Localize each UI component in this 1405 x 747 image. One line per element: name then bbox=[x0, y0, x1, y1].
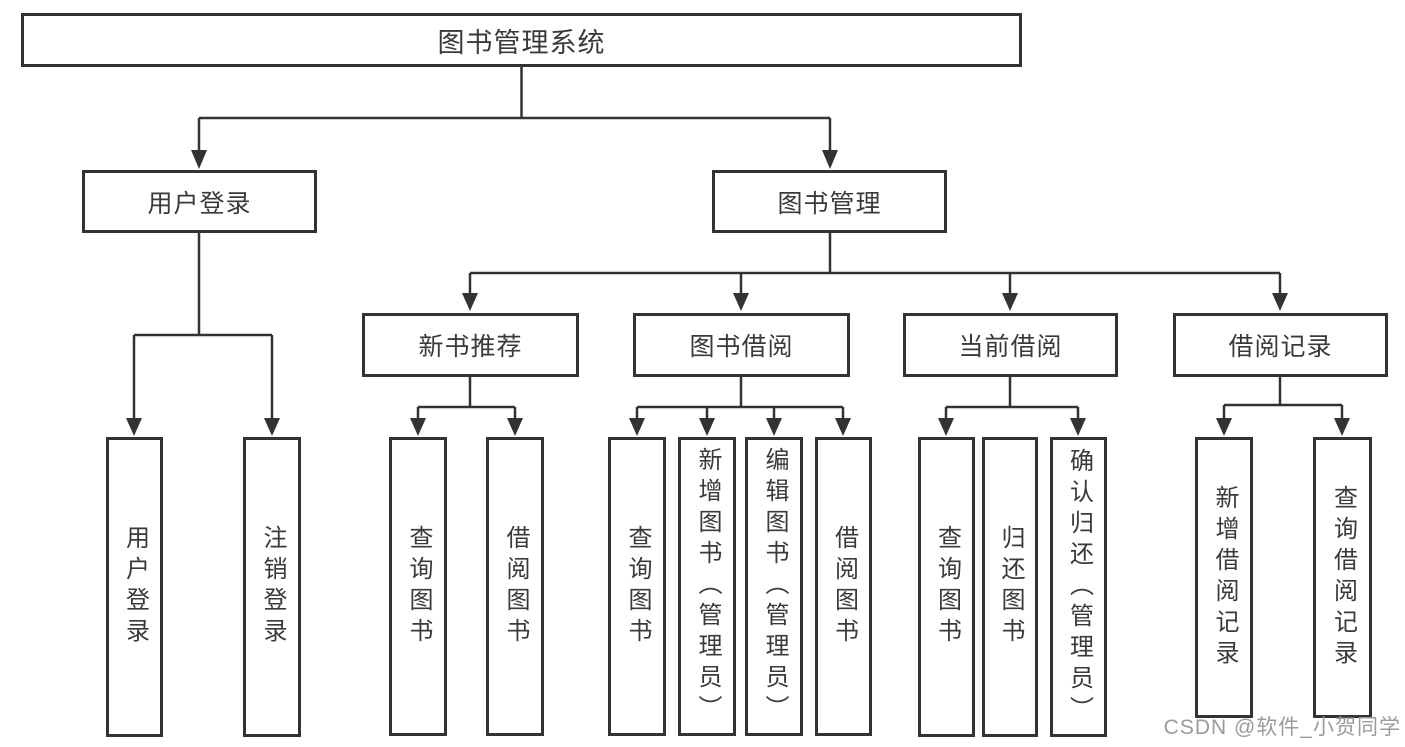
leaf-query-books-borrowing: 查询图书 bbox=[608, 437, 666, 736]
node-book-borrowing: 图书借阅 bbox=[633, 313, 850, 377]
csdn-watermark: CSDN @软件_小贺同学 bbox=[1163, 716, 1401, 739]
arrowhead-icons bbox=[126, 150, 1350, 436]
node-book-management: 图书管理 bbox=[712, 170, 947, 233]
leaf-query-books-recommend: 查询图书 bbox=[389, 437, 447, 736]
leaf-logout: 注销登录 bbox=[243, 437, 301, 737]
leaf-user-login: 用户登录 bbox=[106, 437, 163, 737]
leaf-return-books: 归还图书 bbox=[982, 437, 1038, 737]
leaf-query-books-current: 查询图书 bbox=[918, 437, 975, 737]
leaf-edit-books-admin: 编辑图书（管理员） bbox=[745, 437, 803, 736]
leaf-add-books-admin: 新增图书（管理员） bbox=[678, 437, 736, 736]
node-borrowing-records: 借阅记录 bbox=[1173, 313, 1388, 377]
leaf-borrow-books: 借阅图书 bbox=[815, 437, 872, 736]
node-user-login: 用户登录 bbox=[82, 170, 317, 233]
leaf-borrow-books-recommend: 借阅图书 bbox=[486, 437, 544, 736]
leaf-query-borrow-record: 查询借阅记录 bbox=[1313, 437, 1372, 718]
leaf-confirm-return-admin: 确认归还（管理员） bbox=[1050, 437, 1107, 737]
leaf-add-borrow-record: 新增借阅记录 bbox=[1195, 437, 1253, 718]
node-new-book-recommend: 新书推荐 bbox=[362, 313, 579, 377]
node-current-borrowing: 当前借阅 bbox=[903, 313, 1118, 377]
node-library-management-system: 图书管理系统 bbox=[21, 13, 1022, 67]
